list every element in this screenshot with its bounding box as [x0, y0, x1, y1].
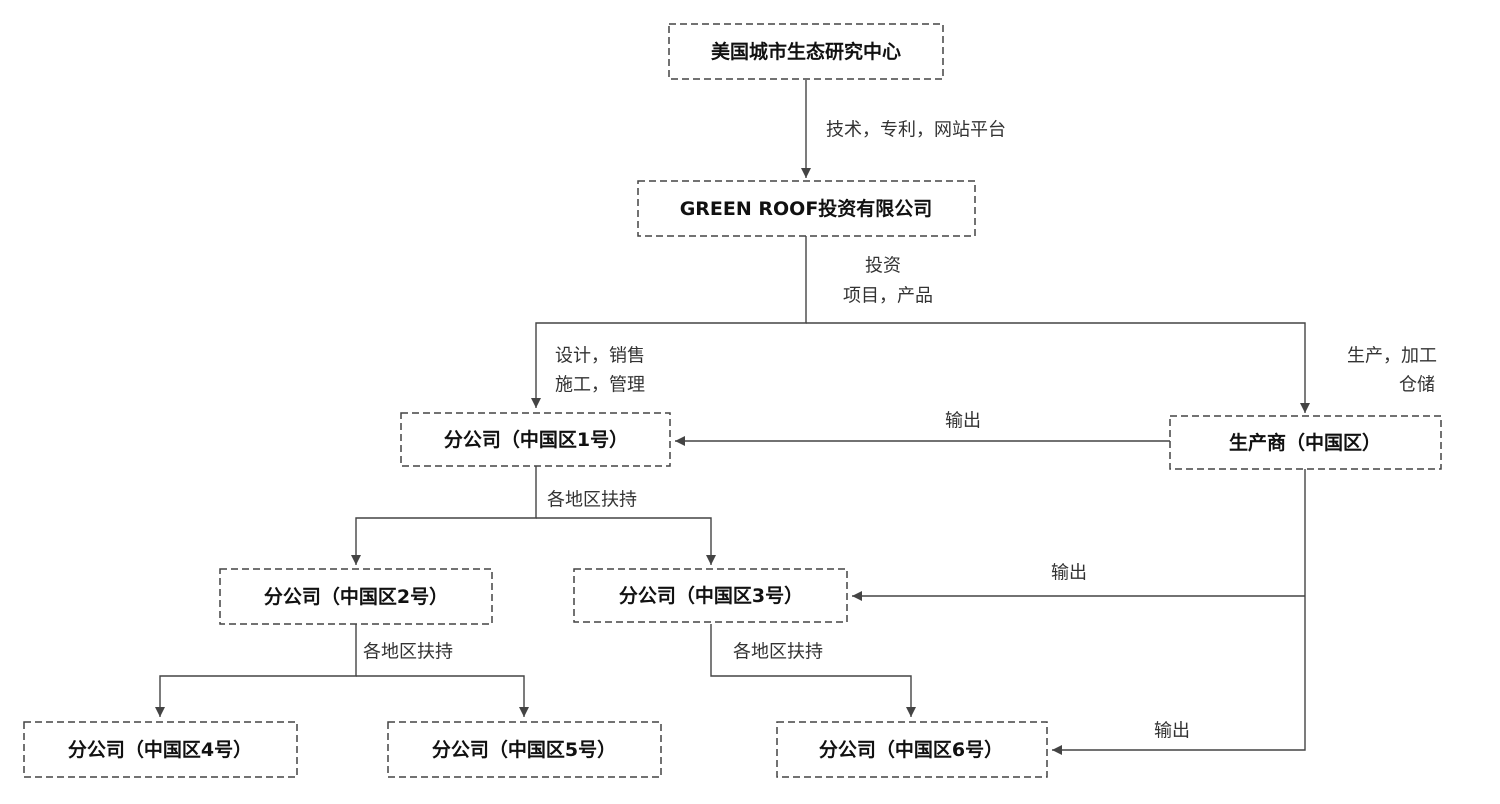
- node-investment-company-label: GREEN ROOF投资有限公司: [680, 197, 933, 220]
- edge-investment-split: [531, 236, 807, 408]
- label-design-line1: 设计，销售: [555, 346, 645, 367]
- node-branch-6-label: 分公司（中国区6号）: [819, 738, 1003, 761]
- label-support-1: 各地区扶持: [547, 490, 637, 511]
- node-branch-4-label: 分公司（中国区4号）: [68, 738, 252, 761]
- label-output-3: 输出: [1051, 563, 1087, 584]
- node-manufacturer-label: 生产商（中国区）: [1229, 431, 1381, 454]
- edges: [155, 80, 1310, 755]
- edge-branch1-to-branch3: [536, 517, 716, 565]
- edge-investment-to-manufacturer: [806, 322, 1310, 413]
- label-tech-patent: 技术，专利，网站平台: [826, 120, 1006, 141]
- node-branch-5: 分公司（中国区5号）: [387, 721, 662, 778]
- node-branch-3-label: 分公司（中国区3号）: [619, 584, 803, 607]
- node-investment-company: GREEN ROOF投资有限公司: [637, 180, 976, 237]
- edge-labels: 技术，专利，网站平台 投资 项目，产品 设计，销售 施工，管理 生产，加工 仓储…: [363, 120, 1437, 742]
- node-branch-1: 分公司（中国区1号）: [400, 412, 671, 467]
- edge-branch1-split: [351, 466, 537, 565]
- edge-branch3-to-branch6: [710, 624, 916, 717]
- label-design-line2: 施工，管理: [555, 375, 645, 396]
- label-support-2: 各地区扶持: [363, 642, 453, 663]
- node-research-center: 美国城市生态研究中心: [668, 23, 944, 80]
- node-branch-6: 分公司（中国区6号）: [776, 721, 1048, 778]
- node-manufacturer: 生产商（中国区）: [1169, 415, 1442, 470]
- label-output-6: 输出: [1154, 721, 1190, 742]
- node-research-center-label: 美国城市生态研究中心: [711, 40, 901, 63]
- label-produce-line1: 生产，加工: [1347, 346, 1437, 367]
- node-branch-2: 分公司（中国区2号）: [219, 568, 493, 625]
- label-invest-line1: 投资: [865, 256, 901, 277]
- node-branch-1-label: 分公司（中国区1号）: [444, 428, 628, 451]
- node-branch-2-label: 分公司（中国区2号）: [264, 585, 448, 608]
- node-branch-3: 分公司（中国区3号）: [573, 568, 848, 623]
- label-produce-line2: 仓储: [1399, 375, 1435, 396]
- edge-branch2-to-branch5: [356, 675, 529, 717]
- edge-manufacturer-down: [1052, 469, 1306, 755]
- label-invest-line2: 项目，产品: [843, 286, 933, 307]
- edge-branch2-split: [155, 624, 357, 717]
- label-output-1: 输出: [945, 411, 981, 432]
- node-branch-4: 分公司（中国区4号）: [23, 721, 298, 778]
- node-branch-5-label: 分公司（中国区5号）: [432, 738, 616, 761]
- label-support-3: 各地区扶持: [733, 642, 823, 663]
